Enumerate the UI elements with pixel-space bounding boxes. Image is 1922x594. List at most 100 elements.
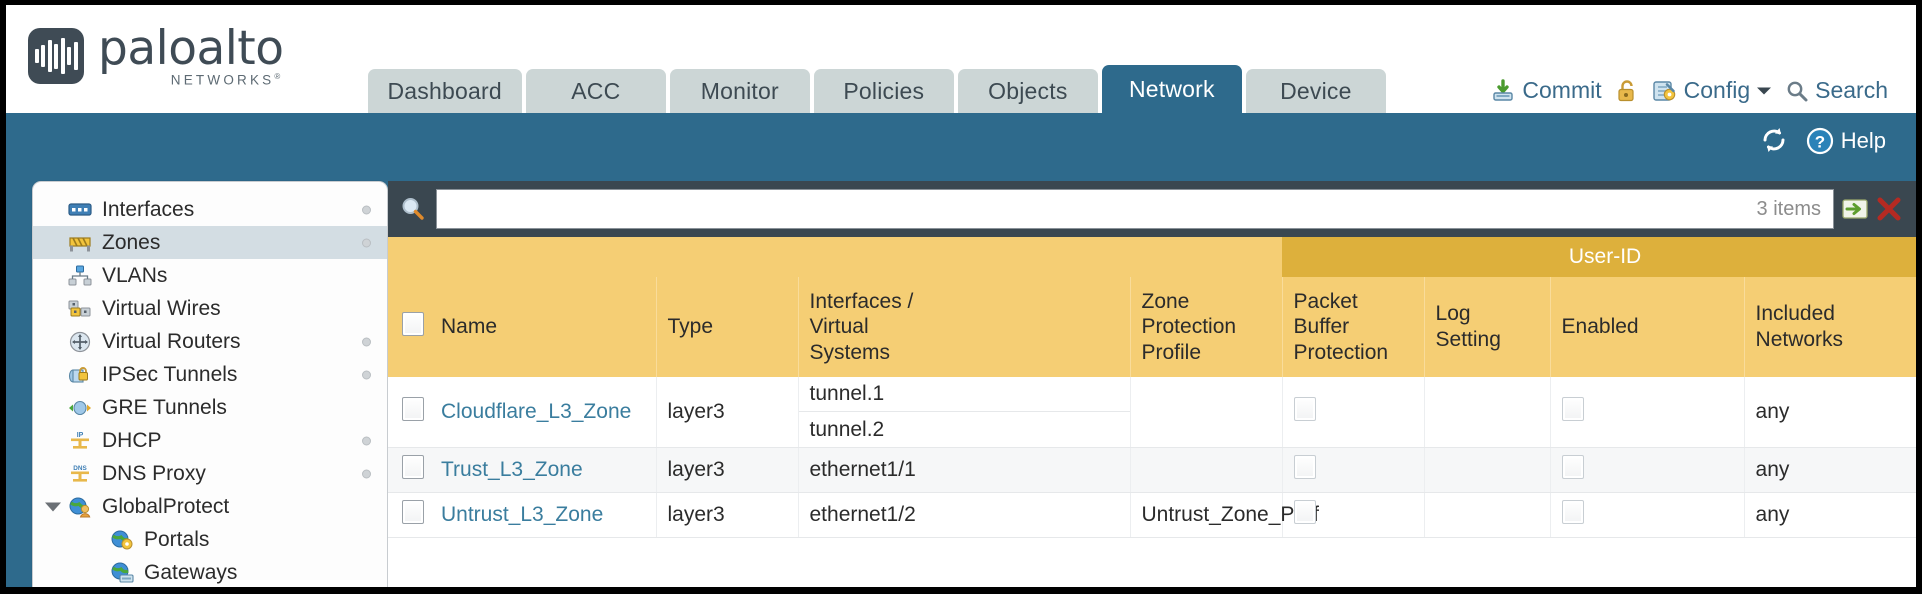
brand-name: paloalto <box>98 21 284 76</box>
user-id-enabled-checkbox[interactable] <box>1561 500 1584 524</box>
row-select-checkbox[interactable] <box>402 455 424 479</box>
cell-interfaces: ethernet1/2 <box>798 492 1131 538</box>
row-select-cell <box>388 447 430 493</box>
tab-device[interactable]: Device <box>1245 69 1386 113</box>
help-button[interactable]: ? Help <box>1806 127 1886 155</box>
column-header-type[interactable]: Type <box>656 277 799 377</box>
user-id-enabled-checkbox[interactable] <box>1561 455 1584 479</box>
vlans-icon <box>67 265 93 287</box>
column-header-enabled[interactable]: Enabled <box>1550 277 1745 377</box>
filter-input[interactable] <box>449 196 1747 222</box>
sidebar-item-label: DNS Proxy <box>102 461 206 485</box>
main-nav-tabs: Dashboard ACC Monitor Policies Objects N… <box>367 65 1386 113</box>
status-dot <box>362 370 371 379</box>
cell-type: layer3 <box>656 377 799 448</box>
dns-proxy-icon: DNS <box>67 463 93 485</box>
sidebar-item-vlans[interactable]: VLANs <box>33 259 387 292</box>
svg-text:?: ? <box>1815 133 1825 152</box>
sidebar-item-virtual-wires[interactable]: Virtual Wires <box>33 292 387 325</box>
status-dot <box>362 436 371 445</box>
gre-tunnels-icon <box>67 397 93 419</box>
packet-buffer-checkbox[interactable] <box>1293 397 1316 421</box>
ipsec-tunnels-icon <box>67 364 93 386</box>
config-label: Config <box>1683 77 1751 103</box>
filter-input-wrap: 3 items <box>436 189 1834 229</box>
globalprotect-icon <box>67 496 93 518</box>
row-select-cell <box>388 492 430 538</box>
cell-user-id-enabled <box>1550 492 1745 538</box>
zone-name-link[interactable]: Untrust_L3_Zone <box>441 503 604 526</box>
cell-type: layer3 <box>656 492 799 538</box>
sidebar-item-zones[interactable]: Zones <box>33 226 387 259</box>
help-icon: ? <box>1806 127 1834 155</box>
sidebar-item-gateways[interactable]: Gateways <box>33 556 387 587</box>
row-select-checkbox[interactable] <box>402 397 424 421</box>
cell-zone-protection-profile <box>1130 447 1283 493</box>
sidebar-item-label: VLANs <box>102 263 168 287</box>
interface-entry: tunnel.2 <box>809 417 885 441</box>
refresh-button[interactable] <box>1760 127 1788 153</box>
column-header-log-setting[interactable]: Log Setting <box>1424 277 1551 377</box>
table-row[interactable]: Trust_L3_Zone layer3 ethernet1/1 <box>388 447 1916 493</box>
brand-logo: paloalto NETWORKS® <box>6 25 284 87</box>
status-dot <box>362 238 371 247</box>
search-label: Search <box>1815 77 1888 103</box>
apply-filter-button[interactable] <box>1842 196 1868 222</box>
row-select-checkbox[interactable] <box>402 500 424 524</box>
zone-name-link[interactable]: Cloudflare_L3_Zone <box>441 400 632 423</box>
tab-policies[interactable]: Policies <box>813 69 954 113</box>
sidebar-item-globalprotect[interactable]: GlobalProtect <box>33 490 387 523</box>
lock-button[interactable] <box>1615 78 1639 104</box>
packet-buffer-checkbox[interactable] <box>1293 500 1316 524</box>
gateways-icon <box>109 562 135 584</box>
zone-name-link[interactable]: Trust_L3_Zone <box>441 458 583 481</box>
tab-network[interactable]: Network <box>1101 65 1242 113</box>
sidebar-item-dns-proxy[interactable]: DNS DNS Proxy <box>33 457 387 490</box>
config-icon <box>1652 78 1678 104</box>
header-actions: Commit <box>1490 77 1888 104</box>
collapse-caret-icon[interactable] <box>45 502 61 511</box>
search-button[interactable]: Search <box>1785 77 1888 104</box>
cell-log-setting <box>1424 447 1551 493</box>
cell-name: Trust_L3_Zone <box>430 447 657 493</box>
cell-included-networks: any <box>1744 447 1916 493</box>
virtual-wires-icon <box>67 298 93 320</box>
user-id-enabled-checkbox[interactable] <box>1561 397 1584 421</box>
filter-bar: 3 items <box>388 181 1916 237</box>
sidebar-item-portals[interactable]: Portals <box>33 523 387 556</box>
cell-included-networks: any <box>1744 377 1916 448</box>
tab-monitor[interactable]: Monitor <box>669 69 810 113</box>
packet-buffer-checkbox[interactable] <box>1293 455 1316 479</box>
tab-acc[interactable]: ACC <box>525 69 666 113</box>
sidebar-item-interfaces[interactable]: Interfaces <box>33 193 387 226</box>
status-dot <box>362 337 371 346</box>
commit-icon <box>1490 78 1516 104</box>
search-icon <box>1785 79 1809 103</box>
sidebar-item-ipsec-tunnels[interactable]: IPSec Tunnels <box>33 358 387 391</box>
sidebar-item-dhcp[interactable]: IP DHCP <box>33 424 387 457</box>
sidebar-item-label: GRE Tunnels <box>102 395 227 419</box>
table-row[interactable]: Untrust_L3_Zone layer3 ethernet1/2 Untru… <box>388 492 1916 538</box>
sidebar-item-gre-tunnels[interactable]: GRE Tunnels <box>33 391 387 424</box>
column-header-name[interactable]: Name <box>430 277 657 377</box>
cell-user-id-enabled <box>1550 447 1745 493</box>
cell-user-id-enabled <box>1550 377 1745 448</box>
sidebar-item-virtual-routers[interactable]: Virtual Routers <box>33 325 387 358</box>
clear-filter-button[interactable] <box>1876 196 1902 222</box>
select-all-checkbox[interactable] <box>402 311 424 336</box>
virtual-routers-icon <box>67 331 93 353</box>
commit-button[interactable]: Commit <box>1490 77 1602 104</box>
padlock-icon <box>1615 78 1639 104</box>
zones-icon <box>67 232 93 254</box>
tab-dashboard[interactable]: Dashboard <box>367 69 522 113</box>
tab-objects[interactable]: Objects <box>957 69 1098 113</box>
filter-search-icon[interactable] <box>398 194 428 224</box>
config-menu[interactable]: Config <box>1652 77 1772 104</box>
